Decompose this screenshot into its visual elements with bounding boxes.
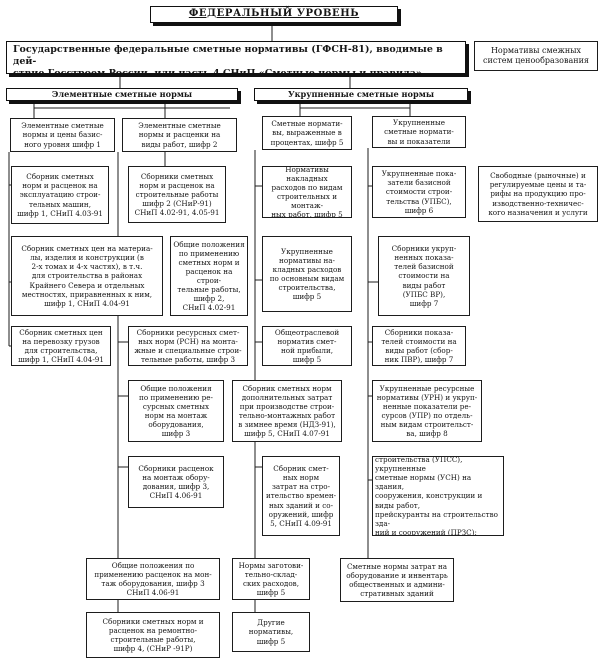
card-equipment-provisions-code-3: Общие положения по применению расценок н… [86,558,220,600]
card-machine-rates-code-1: Сборник сметных норм и расценок на экспл… [11,166,109,224]
gfsn-main-box: Государственные федеральные сметные норм… [6,41,466,74]
card-construction-rates-code-2: Сборники сметных норм и расценок на стро… [128,166,226,223]
section-aggregated-norms: Укрупненные сметные нормы [254,88,468,101]
card-aggregated-overhead-code-5: Укрупненные нормативы на- кладных расход… [262,236,352,312]
card-estimated-profit-code-5: Общеотраслевой норматив смет- ной прибыл… [262,326,352,366]
federal-level-title: ФЕДЕРАЛЬНЫЙ УРОВЕНЬ [150,6,398,23]
card-elemental-norms-code-1: Элементные сметные нормы и цены базис- н… [10,118,115,152]
card-upss-usn-code-9: Укрупненные показатели стоимости строите… [372,456,504,536]
card-material-prices-code-1: Сборник сметных цен на материа- лы, изде… [11,236,163,316]
card-urn-upr-code-8: Укрупненные ресурсные нормативы (УРН) и … [372,380,482,442]
card-procurement-storage-code-5: Нормы заготови- тельно-склад- ских расхо… [232,558,310,600]
card-elemental-norms-code-2: Элементные сметные нормы и расценки на в… [122,118,237,152]
card-overhead-norms-code-5: Нормативы накладных расходов по видам ст… [262,166,352,218]
card-resource-norms-rsn-code-3: Сборники ресурсных смет- ных норм (РСН) … [128,326,248,366]
card-repair-rates-code-4: Сборники сметных норм и расценок на ремо… [86,612,220,658]
card-percent-norms-code-5: Сметные нормати- вы, выраженные в процен… [262,116,352,150]
card-upbs-code-6: Укрупненные пока- затели базисной стоимо… [372,166,466,218]
card-temporary-buildings-code-5: Сборник смет- ных норм затрат на стро- и… [262,456,340,536]
card-pvr-code-7: Сборники показа- телей стоимости на виды… [372,326,466,366]
card-freight-prices-code-1: Сборник сметных цен на перевозку грузов … [11,326,111,366]
card-general-provisions-code-2: Общие положения по применению сметных но… [170,236,248,316]
card-equipment-inventory-norms: Сметные нормы затрат на оборудование и и… [340,558,454,602]
section-elemental-norms: Элементные сметные нормы [6,88,238,101]
card-resource-norms-provisions-code-3: Общие положения по применению ре- сурсны… [128,380,224,442]
card-other-norms-code-5: Другие нормативы, шифр 5 [232,612,310,652]
card-aggregated-indicators: Укрупненные сметные нормати- вы и показа… [372,116,466,148]
card-equipment-rates-code-3: Сборники расценок на монтаж обору- дован… [128,456,224,508]
adjacent-systems-box: Нормативы смежных систем ценообразования [474,41,598,71]
card-upbs-vr-code-7: Сборники укруп- ненных показа- телей баз… [378,236,470,316]
card-free-regulated-prices: Свободные (рыночные) и регулируемые цены… [478,166,598,222]
card-winter-costs-ndz-code-5: Сборник сметных норм дополнительных затр… [232,380,342,442]
